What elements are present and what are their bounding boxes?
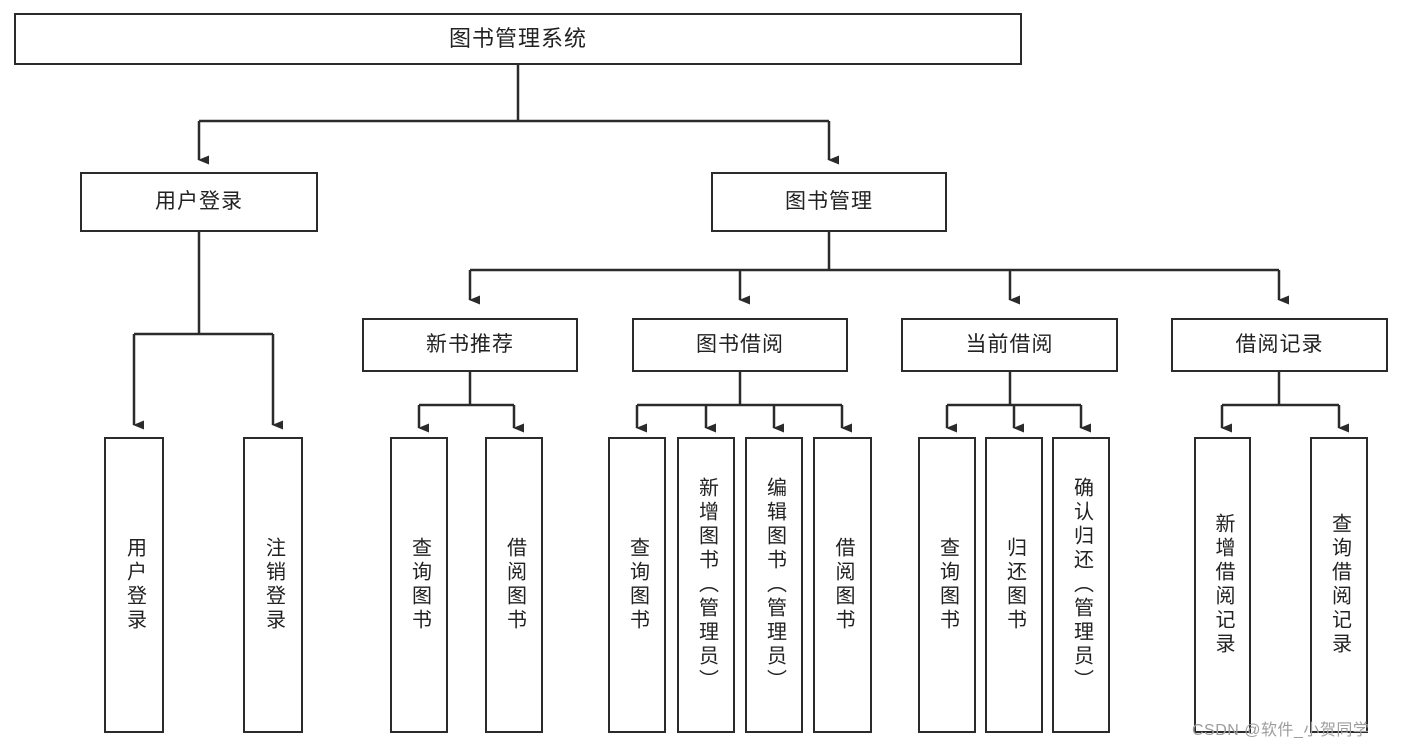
node-new-book-recommendation[interactable]: 新书推荐 <box>362 318 578 372</box>
node-label: 图书管理 <box>785 190 873 214</box>
node-book-borrowing[interactable]: 图书借阅 <box>632 318 848 372</box>
node-book-management[interactable]: 图书管理 <box>711 172 947 232</box>
node-label: 用户登录 <box>123 537 146 633</box>
node-label: 借阅图书 <box>832 537 854 633</box>
node-label: 图书管理系统 <box>448 25 587 51</box>
leaf-logout[interactable]: 注销登录 <box>243 437 303 733</box>
node-user-login[interactable]: 用户登录 <box>80 172 318 232</box>
leaf-query-book-under-book-borrowing[interactable]: 查询图书 <box>608 437 666 733</box>
node-label: 查询图书 <box>408 537 431 633</box>
node-current-borrowing[interactable]: 当前借阅 <box>901 318 1118 372</box>
node-label: 查询图书 <box>936 537 959 633</box>
leaf-user-login[interactable]: 用户登录 <box>104 437 164 733</box>
leaf-query-borrowing-record[interactable]: 查询借阅记录 <box>1310 437 1368 733</box>
leaf-borrow-book-under-book-borrowing[interactable]: 借阅图书 <box>813 437 872 733</box>
leaf-edit-book-admin[interactable]: 编辑图书（管理员） <box>745 437 803 733</box>
node-label: 图书借阅 <box>696 333 784 357</box>
leaf-return-book[interactable]: 归还图书 <box>985 437 1043 733</box>
node-label: 归还图书 <box>1003 537 1026 633</box>
leaf-confirm-return-admin[interactable]: 确认归还（管理员） <box>1052 437 1110 733</box>
node-label: 借阅图书 <box>503 537 526 633</box>
leaf-query-book-under-new-book-recommendation[interactable]: 查询图书 <box>390 437 448 733</box>
node-label: 编辑图书（管理员） <box>763 477 786 693</box>
leaf-add-borrowing-record[interactable]: 新增借阅记录 <box>1194 437 1251 733</box>
node-label: 新增借阅记录 <box>1212 513 1234 657</box>
leaf-borrow-book-under-new-book-recommendation[interactable]: 借阅图书 <box>485 437 543 733</box>
node-label: 新书推荐 <box>426 333 514 357</box>
node-label: 查询借阅记录 <box>1328 513 1351 657</box>
node-root-book-management-system[interactable]: 图书管理系统 <box>14 13 1022 65</box>
leaf-query-book-under-current-borrowing[interactable]: 查询图书 <box>918 437 976 733</box>
node-label: 新增图书（管理员） <box>695 477 718 693</box>
node-label: 借阅记录 <box>1235 333 1324 357</box>
node-label: 确认归还（管理员） <box>1070 477 1093 693</box>
node-label: 注销登录 <box>262 537 285 633</box>
csdn-watermark: CSDN @软件_小贺同学 <box>1192 722 1370 739</box>
node-label: 用户登录 <box>155 190 243 214</box>
leaf-add-book-admin[interactable]: 新增图书（管理员） <box>677 437 735 733</box>
node-label: 查询图书 <box>626 537 649 633</box>
node-label: 当前借阅 <box>965 333 1054 357</box>
node-borrowing-record[interactable]: 借阅记录 <box>1171 318 1388 372</box>
